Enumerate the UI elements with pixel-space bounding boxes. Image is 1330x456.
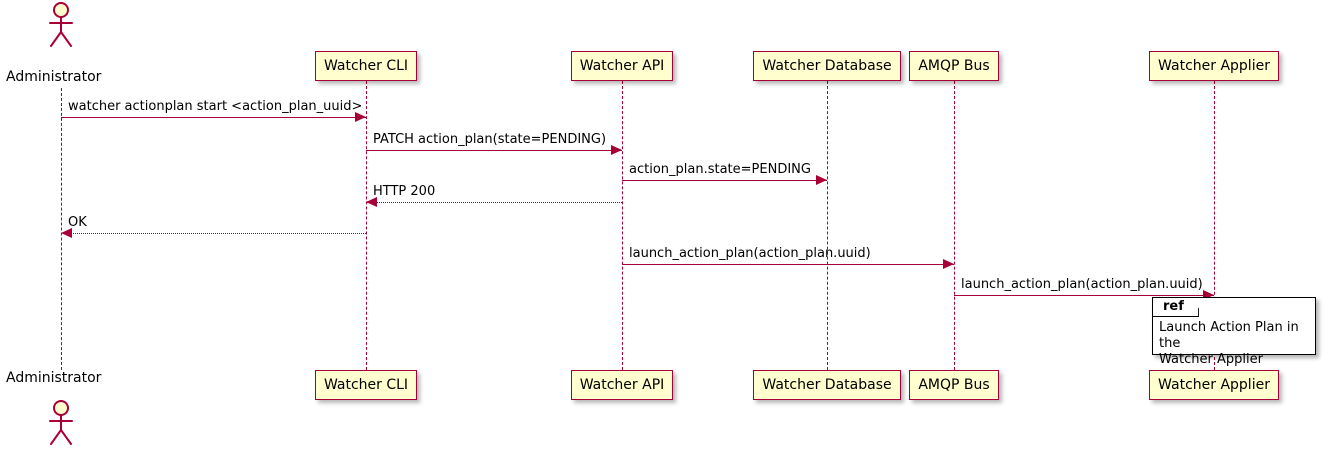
message-line-4 <box>61 233 366 234</box>
participant-watcher-cli[interactable]: Watcher CLI <box>314 51 418 81</box>
message-line-0 <box>61 117 366 118</box>
ref-fragment-body: Launch Action Plan in the Watcher Applie… <box>1159 320 1299 367</box>
actor-administrator-bottom <box>44 400 78 446</box>
participant-watcher-cli-bottom[interactable]: Watcher CLI <box>314 370 418 400</box>
lifeline-amqp-bus <box>954 81 955 370</box>
message-label-3: HTTP 200 <box>373 184 436 199</box>
message-label-2: action_plan.state=PENDING <box>629 162 811 177</box>
lifeline-watcher-cli <box>366 81 367 370</box>
lifeline-watcher-database <box>827 81 828 370</box>
message-arrowhead-1 <box>611 145 622 155</box>
message-arrowhead-3 <box>366 197 377 207</box>
lifeline-watcher-api <box>622 81 623 370</box>
lifeline-watcher-applier <box>1214 81 1215 370</box>
actor-administrator-top <box>44 2 78 48</box>
message-label-4: OK <box>68 215 87 230</box>
message-arrowhead-5 <box>943 259 954 269</box>
participant-watcher-api-bottom[interactable]: Watcher API <box>570 370 674 400</box>
participant-label-administrator: Administrator <box>6 69 102 85</box>
participant-watcher-api[interactable]: Watcher API <box>570 51 674 81</box>
message-label-1: PATCH action_plan(state=PENDING) <box>373 132 607 147</box>
message-label-5: launch_action_plan(action_plan.uuid) <box>629 246 871 261</box>
participant-amqp-bus[interactable]: AMQP Bus <box>909 51 999 81</box>
message-arrowhead-4 <box>61 228 72 238</box>
message-arrowhead-0 <box>355 112 366 122</box>
message-line-6 <box>954 295 1214 296</box>
message-arrowhead-2 <box>816 175 827 185</box>
participant-watcher-applier-bottom[interactable]: Watcher Applier <box>1149 370 1279 400</box>
ref-fragment-tab: ref <box>1153 298 1199 317</box>
message-line-1 <box>366 150 622 151</box>
message-line-5 <box>622 264 954 265</box>
participant-watcher-applier[interactable]: Watcher Applier <box>1149 51 1279 81</box>
message-line-3 <box>366 202 622 203</box>
message-label-6: launch_action_plan(action_plan.uuid) <box>961 277 1203 292</box>
participant-watcher-database[interactable]: Watcher Database <box>753 51 901 81</box>
message-line-2 <box>622 180 827 181</box>
participant-label-administrator-bottom: Administrator <box>6 370 102 386</box>
message-arrowhead-6 <box>1203 290 1214 300</box>
participant-amqp-bus-bottom[interactable]: AMQP Bus <box>909 370 999 400</box>
message-label-0: watcher actionplan start <action_plan_uu… <box>68 99 363 114</box>
participant-watcher-database-bottom[interactable]: Watcher Database <box>753 370 901 400</box>
